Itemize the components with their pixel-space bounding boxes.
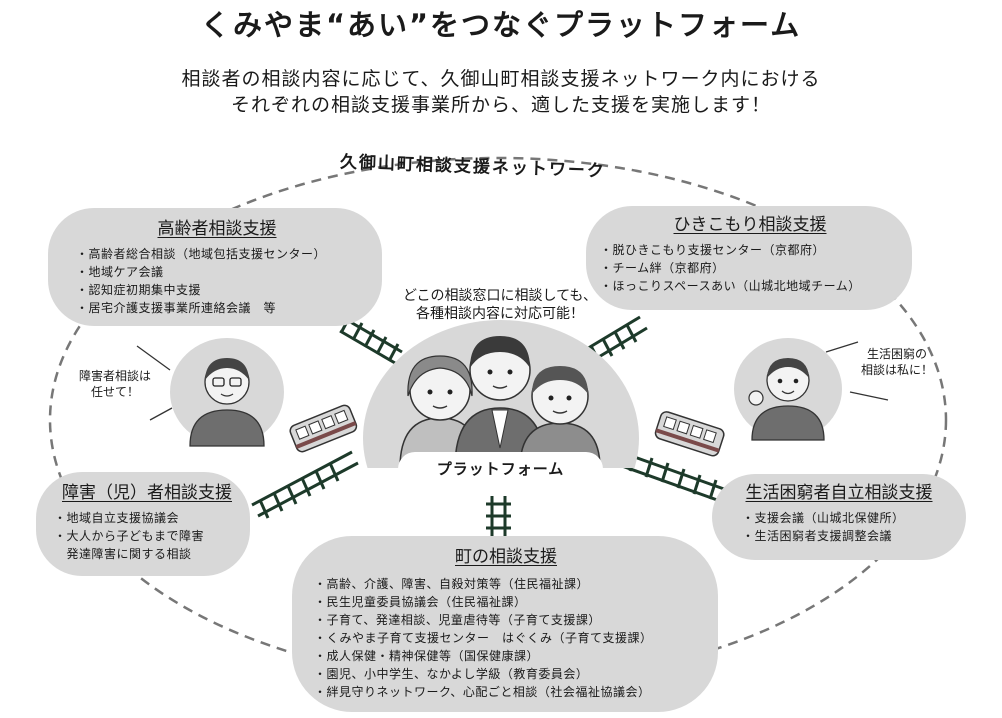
callout-line-right-b <box>849 391 889 401</box>
platform-label: プラットフォーム <box>398 452 603 486</box>
list-item: 地域ケア会議 <box>76 263 358 281</box>
list-item: 地域自立支援協議会 <box>54 509 240 527</box>
center-caption-line-1: どこの相談窓口に相談しても、 <box>402 288 598 304</box>
bubble-heading: 生活困窮者自立相談支援 <box>745 483 933 503</box>
train-right-icon <box>654 411 725 457</box>
bubble-item-list: 脱ひきこもり支援センター（京都府） チーム絆（京都府） ほっこりスペースあい（山… <box>600 241 900 295</box>
list-item: ほっこりスペースあい（山城北地域チーム） <box>600 277 900 295</box>
list-item: 認知症初期集中支援 <box>76 281 358 299</box>
callout-right-line-1: 生活困窮の <box>866 347 927 361</box>
callout-right-line-2: 相談は私に！ <box>860 363 933 377</box>
bubble-item-list: 高齢、介護、障害、自殺対策等（住民福祉課） 民生児童委員協議会（住民福祉課） 子… <box>314 575 708 701</box>
list-item: チーム絆（京都府） <box>600 259 900 277</box>
list-item: 園児、小中学生、なかよし学級（教育委員会） <box>314 665 708 683</box>
bubble-elderly-support: 高齢者相談支援 高齢者総合相談（地域包括支援センター） 地域ケア会議 認知症初期… <box>48 208 382 326</box>
bubble-heading: 障害（児）者相談支援 <box>62 483 232 503</box>
bubble-item-list: 高齢者総合相談（地域包括支援センター） 地域ケア会議 認知症初期集中支援 居宅介… <box>76 245 358 317</box>
bubble-item-list: 地域自立支援協議会 大人から子どもまで障害 発達障害に関する相談 <box>54 509 240 563</box>
list-item: 脱ひきこもり支援センター（京都府） <box>600 241 900 259</box>
callout-left: 障害者相談は 任せて！ <box>60 368 170 400</box>
callout-line-right-a <box>825 341 859 353</box>
list-item: 支援会議（山城北保健所） <box>742 509 954 527</box>
bubble-heading: 町の相談支援 <box>455 547 557 567</box>
list-item: 子育て、発達相談、児童虐待等（子育て支援課） <box>314 611 708 629</box>
callout-right: 生活困窮の 相談は私に！ <box>842 346 952 378</box>
list-item: 高齢者総合相談（地域包括支援センター） <box>76 245 358 263</box>
list-item: 民生児童委員協議会（住民福祉課） <box>314 593 708 611</box>
center-caption: どこの相談窓口に相談しても、 各種相談内容に対応可能！ <box>380 287 620 323</box>
staff-left-illustration <box>170 338 284 447</box>
list-item: 発達障害に関する相談 <box>66 547 192 561</box>
staff-right-illustration <box>734 338 842 441</box>
list-item: 成人保健・精神保健等（国保健康課） <box>314 647 708 665</box>
bubble-hikikomori-support: ひきこもり相談支援 脱ひきこもり支援センター（京都府） チーム絆（京都府） ほっ… <box>586 206 912 310</box>
list-item: くみやま子育て支援センター はぐくみ（子育て支援課） <box>314 629 708 647</box>
subtitle-line-2: それぞれの相談支援事業所から、適した支援を実施します！ <box>230 94 771 116</box>
rail-track-left <box>251 450 359 519</box>
callout-left-line-2: 任せて！ <box>90 385 139 399</box>
rail-track-upper-right <box>584 315 648 364</box>
bubble-item-list: 支援会議（山城北保健所） 生活困窮者支援調整会議 <box>742 509 954 545</box>
platform-illustration <box>363 320 639 468</box>
bubble-disability-support: 障害（児）者相談支援 地域自立支援協議会 大人から子どもまで障害 発達障害に関す… <box>36 472 250 576</box>
list-item: 居宅介護支援事業所連絡会議 等 <box>76 299 358 317</box>
list-item: 大人から子どもまで障害 <box>54 527 240 545</box>
page-title: くみやま“あい”をつなぐプラットフォーム <box>200 8 802 42</box>
list-item: 高齢、介護、障害、自殺対策等（住民福祉課） <box>314 575 708 593</box>
bubble-town-support: 町の相談支援 高齢、介護、障害、自殺対策等（住民福祉課） 民生児童委員協議会（住… <box>292 536 718 712</box>
callout-line-left-a <box>136 345 171 371</box>
bubble-heading: 高齢者相談支援 <box>157 219 277 239</box>
callout-line-left-b <box>149 407 173 421</box>
train-left-icon <box>289 404 358 453</box>
list-item: 絆見守りネットワーク、心配ごと相談（社会福祉協議会） <box>314 683 708 701</box>
callout-left-line-1: 障害者相談は <box>78 369 151 383</box>
subtitle-line-1: 相談者の相談内容に応じて、久御山町相談支援ネットワーク内における <box>181 68 821 90</box>
bubble-heading: ひきこもり相談支援 <box>673 215 827 235</box>
bubble-poverty-support: 生活困窮者自立相談支援 支援会議（山城北保健所） 生活困窮者支援調整会議 <box>712 474 966 560</box>
center-caption-line-2: 各種相談内容に対応可能！ <box>416 306 584 322</box>
list-item: 生活困窮者支援調整会議 <box>742 527 954 545</box>
rail-track-bottom <box>486 496 511 540</box>
